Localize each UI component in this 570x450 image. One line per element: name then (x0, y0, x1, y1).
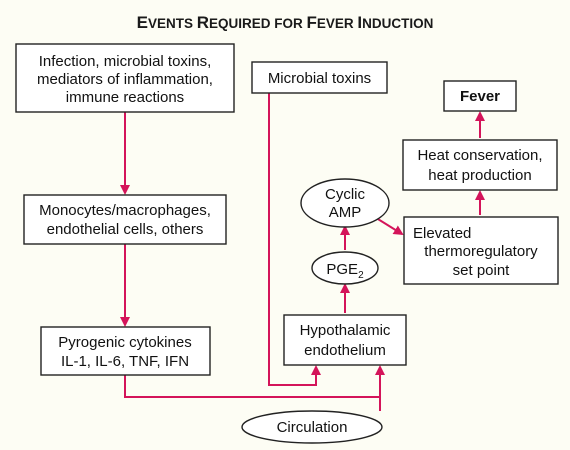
node-monocytes-line-2: endothelial cells, others (47, 221, 204, 238)
node-pge2: PGE2 (311, 251, 379, 285)
node-microbial-toxins-label: Microbial toxins (268, 70, 371, 87)
node-cytokines-line-1: Pyrogenic cytokines (58, 334, 191, 351)
node-heat-conservation: Heat conservation, heat production (402, 139, 558, 191)
node-hypothalamic-line-1: Hypothalamic (300, 322, 391, 339)
node-cytokines: Pyrogenic cytokines IL-1, IL-6, TNF, IFN (40, 326, 211, 376)
node-hypothalamic: Hypothalamic endothelium (283, 314, 407, 366)
node-camp-line-1: Cyclic (325, 186, 365, 203)
node-fever-label: Fever (460, 88, 500, 105)
node-heat-line-2: heat production (428, 167, 531, 184)
node-heat-line-1: Heat conservation, (417, 147, 542, 164)
node-monocytes-line-1: Monocytes/macrophages, (39, 202, 211, 219)
node-fever: Fever (443, 80, 517, 112)
node-elevated-line-2: thermoregulatory (424, 243, 538, 260)
node-microbial-toxins: Microbial toxins (251, 61, 388, 94)
node-infection-line-2: mediators of inflammation, (37, 71, 213, 88)
diagram-title: EVENTS REQUIRED FOR FEVER INDUCTION (137, 13, 434, 32)
node-monocytes: Monocytes/macrophages, endothelial cells… (23, 194, 227, 245)
node-elevated-set-point: Elevated thermoregulatory set point (403, 216, 559, 285)
node-camp-line-2: AMP (329, 204, 362, 221)
arrow-microbial-to-hypothalamic (268, 93, 321, 386)
connectors (120, 93, 485, 411)
node-cytokines-line-2: IL-1, IL-6, TNF, IFN (61, 353, 189, 370)
node-hypothalamic-line-2: endothelium (304, 342, 386, 359)
node-pge2-label: PGE2 (326, 261, 364, 281)
node-infection-line-3: immune reactions (66, 89, 184, 106)
node-elevated-line-3: set point (453, 262, 511, 279)
node-elevated-line-1: Elevated (413, 225, 471, 242)
node-infection-line-1: Infection, microbial toxins, (39, 53, 212, 70)
node-cyclic-amp: Cyclic AMP (300, 178, 390, 228)
node-infection: Infection, microbial toxins, mediators o… (15, 43, 235, 113)
arrow-circulation-to-hypothalamic (124, 365, 385, 398)
node-circulation: Circulation (241, 410, 383, 444)
node-circulation-label: Circulation (277, 419, 348, 436)
